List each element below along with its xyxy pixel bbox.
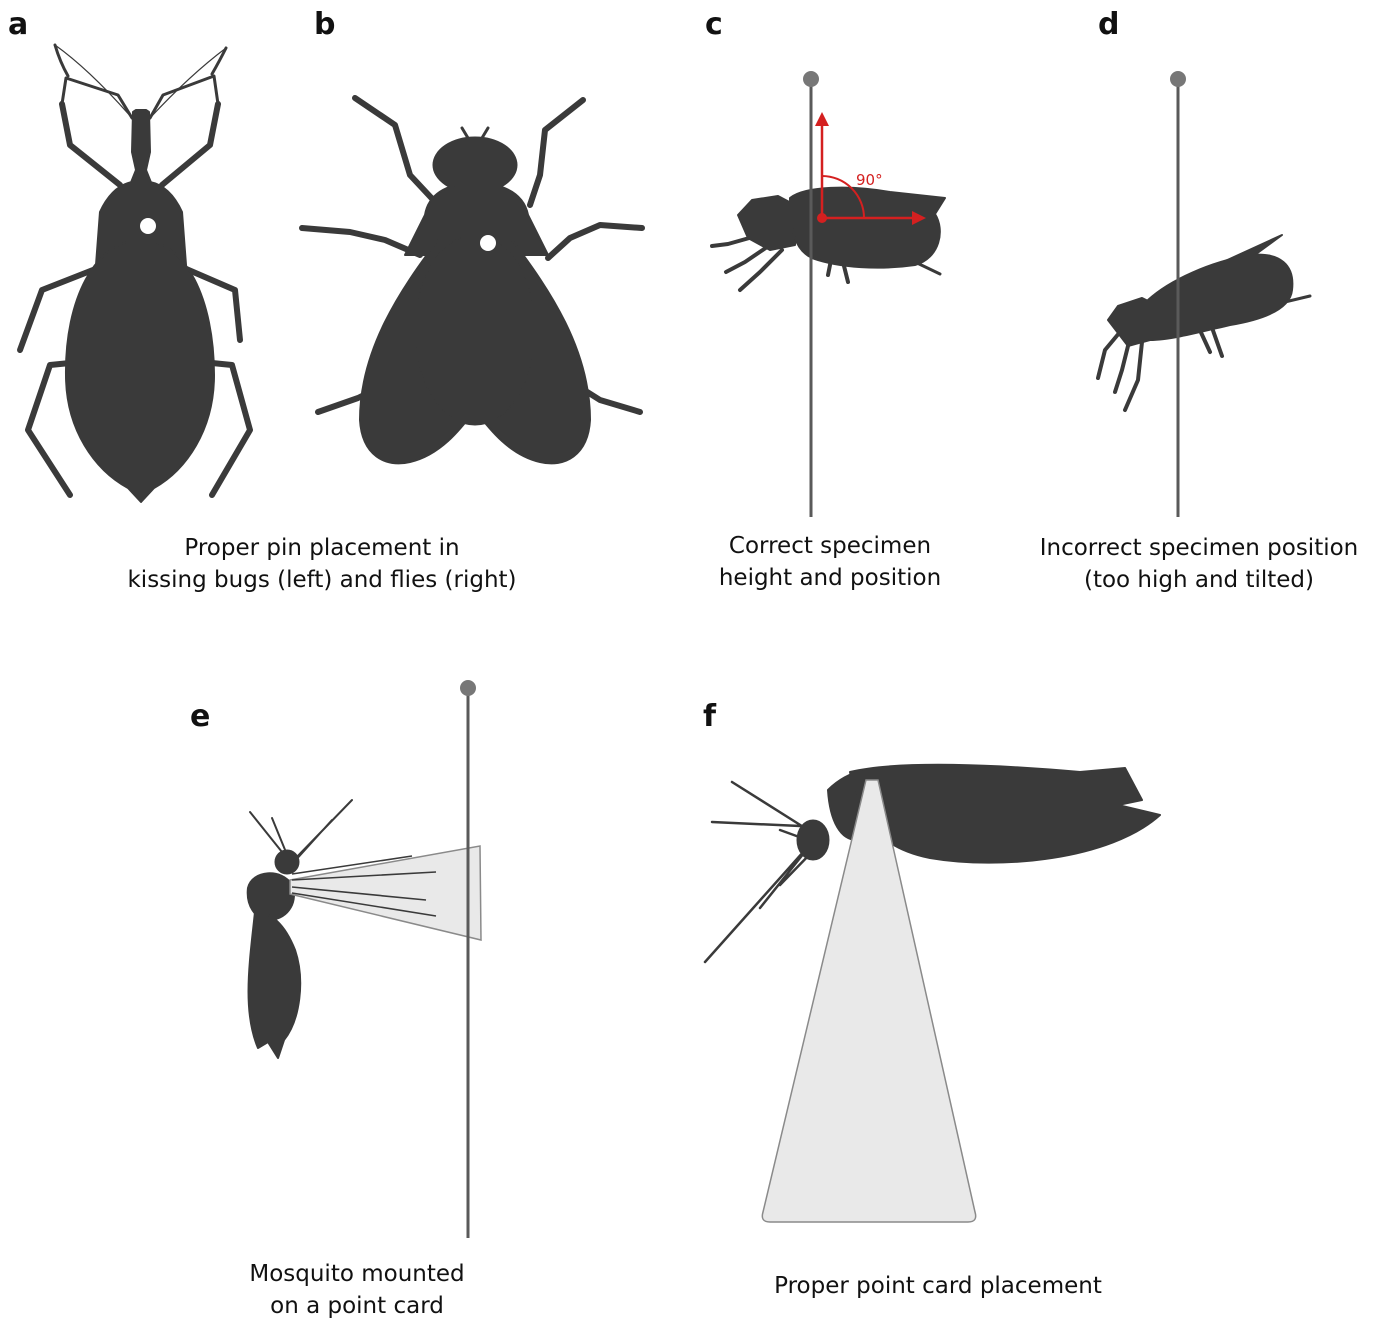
- panel-letter-d: d: [1098, 7, 1120, 42]
- pin-e-head: [460, 680, 476, 696]
- pin-c-head: [803, 71, 819, 87]
- caption-ab: Proper pin placement in kissing bugs (le…: [100, 532, 544, 596]
- point-card-e: [289, 845, 482, 941]
- mosquito-e-silhouette: [246, 799, 353, 1059]
- beetle-tilted-silhouette: [1096, 234, 1312, 412]
- kissing-bug-silhouette: [17, 43, 253, 503]
- pin-d-head: [1170, 71, 1186, 87]
- angle-label: 90°: [856, 171, 883, 189]
- panel-letter-f: f: [703, 699, 717, 734]
- caption-d: Incorrect specimen position (too high an…: [1024, 532, 1374, 596]
- pin-dot-fly: [480, 235, 496, 251]
- panel-letter-a: a: [8, 7, 29, 42]
- caption-d-line-1: Incorrect specimen position: [1039, 535, 1359, 561]
- panel-letter-b: b: [314, 7, 336, 42]
- panel-letter-e: e: [190, 699, 211, 734]
- caption-ab-line-1: Proper pin placement in: [184, 535, 460, 561]
- caption-e: Mosquito mounted on a point card: [212, 1258, 502, 1322]
- right-angle-marker: [815, 112, 926, 225]
- caption-e-line-1: Mosquito mounted: [249, 1261, 465, 1287]
- fly-silhouette: [299, 95, 645, 465]
- point-card-f: [761, 779, 977, 1223]
- caption-c: Correct specimen height and position: [690, 530, 970, 594]
- caption-c-line-1: Correct specimen: [728, 533, 932, 559]
- pin-dot-bug: [140, 218, 156, 234]
- mosquito-f-silhouette: [703, 763, 1161, 964]
- caption-f: Proper point card placement: [728, 1270, 1148, 1302]
- caption-d-line-2: (too high and tilted): [1083, 567, 1315, 594]
- panel-letter-c: c: [705, 7, 723, 42]
- beetle-correct-silhouette: [710, 186, 946, 292]
- caption-c-line-2: height and position: [718, 565, 942, 592]
- caption-ab-line-2: kissing bugs (left) and flies (right): [127, 567, 517, 594]
- caption-e-line-2: on a point card: [270, 1293, 444, 1320]
- caption-f-line-1: Proper point card placement: [774, 1273, 1102, 1299]
